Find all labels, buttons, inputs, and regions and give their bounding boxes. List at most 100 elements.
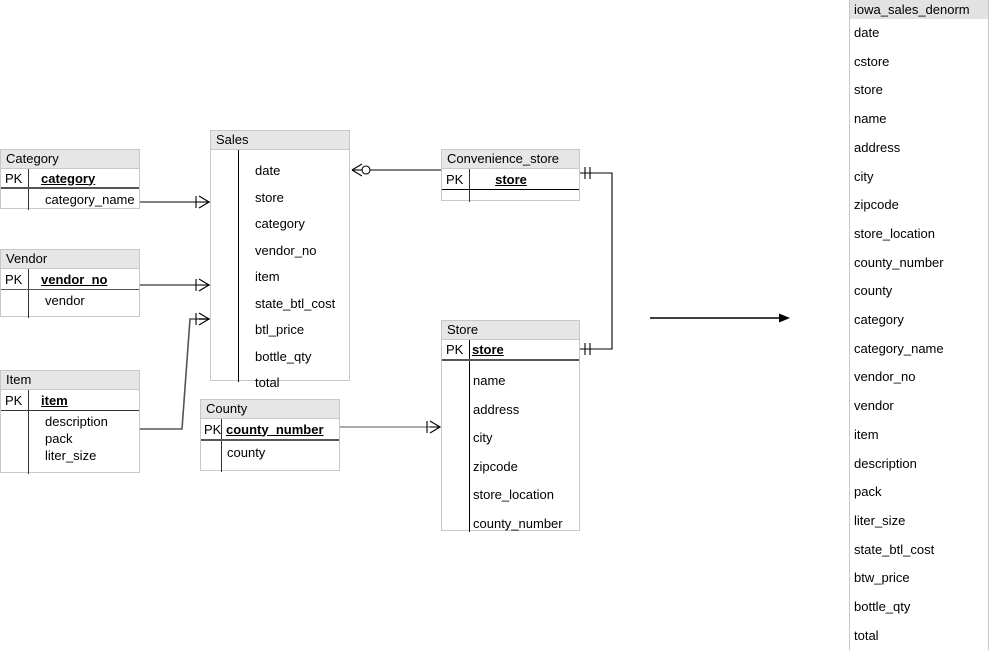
entity-store-body: PK store name address city zipcode store… [442,340,579,532]
attribute-row: address [473,401,520,417]
entity-store-title: Store [442,321,579,340]
relationship-vendor-sales [140,278,210,292]
entity-county-attributes: county [201,441,339,465]
entity-category[interactable]: Category PK category category_name [0,149,140,210]
denorm-field: county [854,283,893,299]
denorm-panel-title: iowa_sales_denorm [850,0,988,19]
entity-category-pk-field: category [41,170,96,186]
entity-vendor-pk-field: vendor_no [41,271,108,287]
entity-county-pk-row: PK county_number [201,419,339,441]
denorm-field: address [854,139,901,155]
entity-item-body: PK item description pack liter_size [1,390,139,474]
attribute-row: bottle_qty [255,348,312,364]
denorm-field-list: date cstore store name address city zipc… [850,19,988,650]
attribute-row: pack [45,431,73,446]
entity-category-title: Category [1,150,139,169]
entity-item-attributes: description pack liter_size [1,411,139,464]
entity-convenience-store-pk-row: PK store [442,169,579,190]
denorm-field: store [854,82,883,98]
attribute-row: category_name [45,192,135,207]
denorm-field: total [854,627,879,643]
column-divider [238,150,239,382]
entity-store-pk-field: store [472,342,504,357]
crowsfoot-icon [426,420,441,434]
entity-store[interactable]: Store PK store name address city zipcode… [441,320,580,532]
denormalization-arrow [650,313,790,323]
entity-county-title: County [201,400,339,419]
entity-store-attributes: name address city zipcode store_location… [442,361,579,538]
denorm-field: category_name [854,340,944,356]
exactly-one-icon [584,167,591,179]
attribute-row: zipcode [473,458,518,474]
crowsfoot-icon [195,195,210,209]
attribute-row: name [473,373,506,388]
entity-store-pk-row: PK store [442,340,579,361]
entity-vendor-pk-row: PK vendor_no [1,269,139,290]
denorm-field: vendor [854,398,894,414]
entity-item-pk-row: PK item [1,390,139,411]
entity-sales-title: Sales [211,131,349,150]
attribute-row: city [473,430,493,445]
column-divider [221,419,222,472]
denorm-field: store_location [854,225,935,241]
denorm-panel[interactable]: iowa_sales_denorm date cstore store name… [849,0,989,650]
pk-marker: PK [5,271,23,287]
denorm-field: liter_size [854,512,906,528]
denorm-field: bottle_qty [854,599,911,615]
column-divider [469,340,470,532]
pk-marker: PK [5,170,23,186]
entity-vendor-attributes: vendor [1,290,139,312]
relationship-sales-convenience-store [351,163,441,177]
entity-item[interactable]: Item PK item description pack liter_size [0,370,140,474]
entity-category-attributes: category_name [1,189,139,210]
pk-marker: PK [5,392,23,408]
denorm-field: date [854,25,880,40]
attribute-row: state_btl_cost [255,295,336,311]
column-divider [28,169,29,210]
denorm-field: cstore [854,53,890,69]
denorm-field: city [854,168,874,184]
entity-vendor-title: Vendor [1,250,139,269]
entity-category-pk-row: PK category [1,169,139,189]
pk-marker: PK [446,342,464,357]
entity-category-body: PK category category_name [1,169,139,210]
attribute-row: vendor_no [255,242,317,258]
entity-sales[interactable]: Sales date store category vendor_no item… [210,130,350,390]
column-divider [28,269,29,318]
attribute-row: total [255,375,280,390]
relationship-category-sales [140,195,210,209]
attribute-row: county [227,445,266,460]
attribute-row: liter_size [45,448,97,463]
attribute-row: vendor [45,293,85,308]
denorm-field: item [854,426,879,442]
entity-vendor[interactable]: Vendor PK vendor_no vendor [0,249,140,318]
pk-marker: PK [204,421,222,437]
denorm-field: btw_price [854,570,910,586]
attribute-row: item [255,269,280,284]
crowsfoot-icon [195,278,210,292]
denorm-field: state_btl_cost [854,541,935,557]
crowsfoot-icon [195,312,210,326]
attribute-row: btl_price [255,322,305,337]
attribute-row: description [45,414,108,429]
column-divider [469,169,470,202]
denorm-field: zipcode [854,197,899,213]
relationship-convenience-store-store [580,167,613,355]
entity-vendor-body: PK vendor_no vendor [1,269,139,318]
entity-county[interactable]: County PK county_number county [200,399,340,472]
denorm-field: vendor_no [854,369,916,385]
entity-county-pk-field: county_number [226,421,324,437]
entity-convenience-store-body: PK store [442,169,579,202]
denorm-field: category [854,312,904,328]
entity-sales-body: date store category vendor_no item state… [211,150,349,390]
relationship-county-store [340,420,441,434]
pk-marker: PK [446,171,464,187]
attribute-row: category [255,216,305,231]
attribute-row: store_location [473,487,554,502]
entity-convenience-store[interactable]: Convenience_store PK store [441,149,580,202]
entity-county-body: PK county_number county [201,419,339,472]
entity-convenience-store-title: Convenience_store [442,150,579,169]
attribute-row: date [255,163,281,178]
denorm-field: county_number [854,254,944,270]
denorm-field: name [854,111,887,127]
